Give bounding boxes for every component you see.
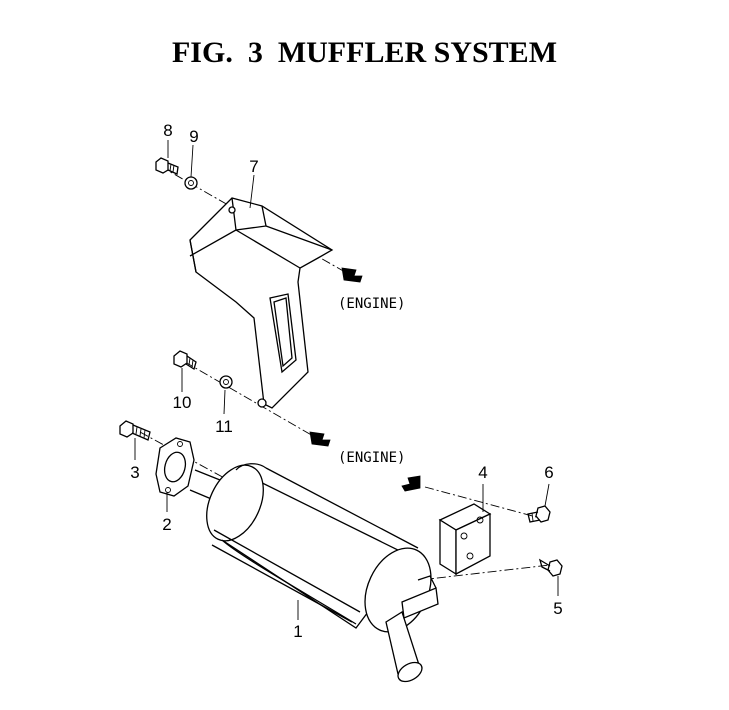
- arrow-icon: [401, 475, 421, 492]
- part-label-9: 9: [189, 127, 198, 146]
- part-label-5: 5: [553, 599, 562, 618]
- part-label-10: 10: [173, 393, 192, 412]
- part-labels: 8 9 7 10 11 3 2 1 4 6 5: [130, 121, 562, 641]
- part-label-8: 8: [163, 121, 172, 140]
- bolt-part-6: [527, 505, 551, 523]
- washer-part-11: [219, 375, 233, 389]
- heat-shield: [189, 197, 334, 409]
- bolt-part-3: [119, 420, 151, 441]
- arrow-icon: [309, 431, 331, 447]
- arrow-icon: [341, 267, 363, 283]
- leader-lines: [134, 140, 559, 620]
- bolt-part-5: [538, 558, 563, 577]
- washer-part-9: [184, 176, 198, 190]
- part-label-11: 11: [215, 417, 233, 436]
- bolt-part-8: [155, 157, 179, 175]
- engine-label-upper: (ENGINE): [338, 296, 405, 312]
- part-label-4: 4: [478, 463, 487, 482]
- muffler: [189, 463, 439, 683]
- part-label-2: 2: [162, 515, 171, 534]
- engine-arrows: [309, 267, 421, 492]
- part-label-3: 3: [130, 463, 139, 482]
- gasket: [155, 437, 195, 497]
- part-label-6: 6: [544, 463, 553, 482]
- bracket: [438, 503, 492, 576]
- part-label-7: 7: [249, 157, 258, 176]
- engine-label-lower: (ENGINE): [338, 450, 405, 466]
- figure-title: FIG. 3 MUFFLER SYSTEM: [171, 36, 558, 69]
- part-label-1: 1: [293, 622, 302, 641]
- bolt-part-10: [173, 350, 197, 371]
